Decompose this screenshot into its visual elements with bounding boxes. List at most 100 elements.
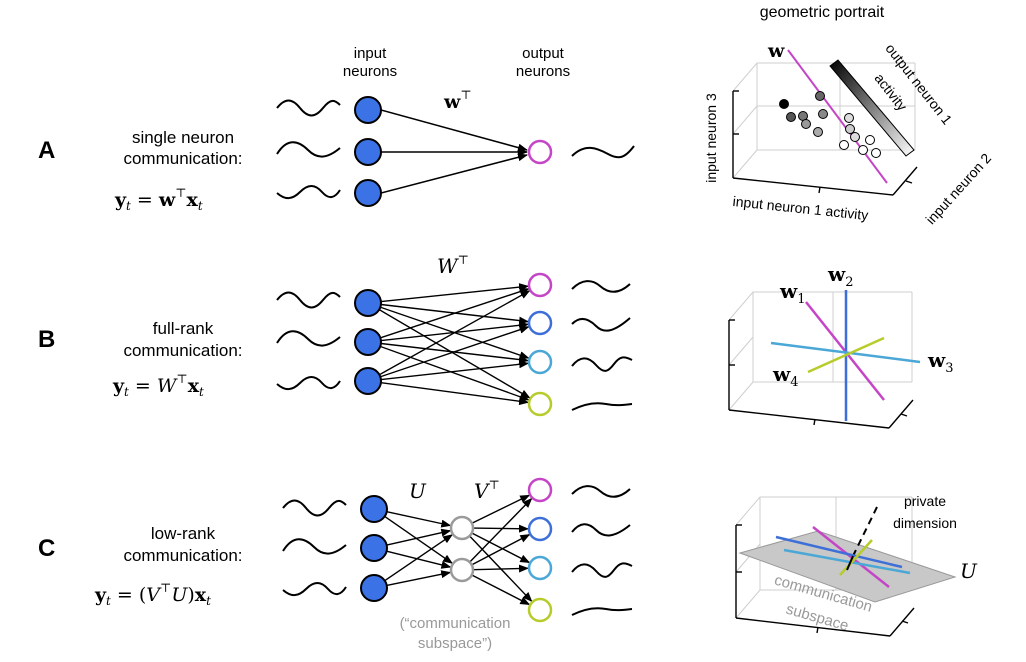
data-point bbox=[871, 148, 881, 158]
y-axis-label: input neuron 3 bbox=[703, 93, 719, 183]
panel-c-equation: yt = (V⊤U)xt bbox=[94, 581, 211, 608]
data-point bbox=[858, 145, 868, 155]
vectors-3d-plot: w1 w2 w3 w4 bbox=[728, 262, 954, 429]
plane-U-label: U bbox=[960, 559, 978, 583]
connection-arrow bbox=[386, 511, 452, 528]
connection-arrow bbox=[471, 574, 531, 606]
panel-b-equation: yt = W⊤xt bbox=[112, 372, 204, 399]
data-point bbox=[839, 140, 849, 150]
output-signal-wave bbox=[571, 523, 631, 537]
panel-b-letter: B bbox=[38, 326, 55, 353]
private-dimension-label-line1: private bbox=[904, 493, 946, 509]
data-point bbox=[815, 91, 825, 101]
input-neuron bbox=[354, 328, 382, 356]
vector-w1-label: w1 bbox=[779, 279, 806, 307]
private-dimension-line-lower bbox=[846, 555, 854, 571]
weight-label-W: W⊤ bbox=[437, 253, 469, 278]
output-neuron bbox=[527, 477, 553, 503]
connection-arrow bbox=[380, 287, 530, 339]
connection-arrow bbox=[380, 382, 530, 406]
data-point bbox=[813, 127, 823, 137]
output-neurons-label-line2: neurons bbox=[516, 63, 570, 80]
data-point bbox=[801, 119, 811, 129]
subspace-caption-line1: (“communication bbox=[400, 615, 511, 632]
output-signal-wave bbox=[571, 356, 633, 372]
panel-c-desc-line2: communication: bbox=[123, 546, 242, 565]
output-neuron bbox=[527, 516, 553, 542]
connection-arrow bbox=[469, 497, 533, 563]
input-neurons-label-line1: input bbox=[354, 45, 387, 62]
connection-arrow bbox=[380, 283, 530, 303]
output-signal-wave bbox=[571, 317, 631, 332]
output-neuron bbox=[527, 391, 553, 417]
scatter-3d-plot: w input neuron 3 input neuron 1 activity… bbox=[703, 40, 994, 227]
connection-arrow bbox=[380, 360, 530, 381]
subspace-vector-line bbox=[812, 526, 890, 588]
connection-arrow bbox=[380, 153, 528, 194]
output-signal-wave bbox=[571, 607, 633, 616]
connection-arrow bbox=[386, 550, 452, 569]
subspace-caption-line2: subspace”) bbox=[418, 635, 492, 652]
input-signal-wave bbox=[282, 538, 347, 555]
weight-vector-label: w bbox=[767, 40, 785, 62]
subspace-vector-line bbox=[775, 535, 903, 569]
connection-arrow bbox=[471, 494, 531, 524]
output-signal-wave bbox=[571, 485, 631, 498]
output-neuron bbox=[527, 139, 553, 165]
data-point bbox=[779, 99, 789, 109]
data-point bbox=[818, 109, 828, 119]
input-neuron bbox=[354, 179, 382, 207]
vector-w3-line bbox=[770, 341, 921, 364]
connection-arrow bbox=[379, 290, 531, 376]
input-neuron bbox=[354, 289, 382, 317]
output-neurons-label-line1: output bbox=[522, 45, 565, 62]
output-neuron bbox=[527, 310, 553, 336]
subspace-vector-line bbox=[839, 539, 873, 576]
weight-vector-line bbox=[787, 49, 888, 184]
output-signal-wave bbox=[571, 145, 635, 159]
weight-label-w: w⊤ bbox=[443, 88, 472, 113]
panel-a-equation: yt = w⊤xt bbox=[114, 186, 203, 213]
input-signal-wave bbox=[276, 99, 341, 117]
column-headers: input neurons output neurons geometric p… bbox=[343, 4, 885, 80]
x-axis-label: input neuron 1 activity bbox=[732, 193, 869, 223]
portrait-title: geometric portrait bbox=[760, 4, 885, 21]
input-signal-wave bbox=[276, 330, 341, 347]
input-neuron bbox=[354, 96, 382, 124]
output-neuron bbox=[527, 272, 553, 298]
input-neuron bbox=[360, 495, 388, 523]
connection-arrow bbox=[386, 528, 452, 546]
data-point bbox=[845, 124, 855, 134]
input-neuron bbox=[360, 534, 388, 562]
panel-b: B full-rank communication: yt = W⊤xt W⊤ bbox=[38, 253, 954, 429]
input-signal-wave bbox=[282, 582, 347, 597]
panel-a-desc-line2: communication: bbox=[123, 149, 242, 168]
vector-w4-label: w4 bbox=[772, 362, 799, 390]
output-neuron bbox=[527, 597, 553, 623]
connection-arrows bbox=[378, 283, 531, 406]
private-dimension-label-line2: dimension bbox=[893, 515, 957, 531]
connection-arrow bbox=[471, 533, 531, 566]
input-signal-wave bbox=[276, 141, 341, 158]
connection-arrow bbox=[472, 524, 529, 533]
panel-b-desc-line2: communication: bbox=[123, 341, 242, 360]
vector-w3-label: w3 bbox=[927, 348, 954, 376]
input-signal-wave bbox=[276, 376, 341, 391]
connection-arrow bbox=[384, 534, 453, 582]
weight-label-V: V⊤ bbox=[474, 478, 500, 503]
input-signal-wave bbox=[282, 499, 347, 517]
data-point bbox=[850, 132, 860, 142]
activity-colorbar bbox=[829, 59, 915, 157]
connection-arrow bbox=[378, 308, 531, 399]
data-point bbox=[844, 113, 854, 123]
z-axis-label: input neuron 2 bbox=[922, 150, 994, 227]
panel-c-desc-line1: low-rank bbox=[151, 524, 216, 543]
data-point bbox=[865, 135, 875, 145]
latent-neuron bbox=[449, 557, 475, 583]
connection-arrow bbox=[386, 570, 452, 587]
data-point bbox=[786, 112, 796, 122]
connection-arrow bbox=[471, 532, 531, 564]
panel-c-letter: C bbox=[38, 535, 55, 562]
output-signal-wave bbox=[571, 280, 631, 293]
